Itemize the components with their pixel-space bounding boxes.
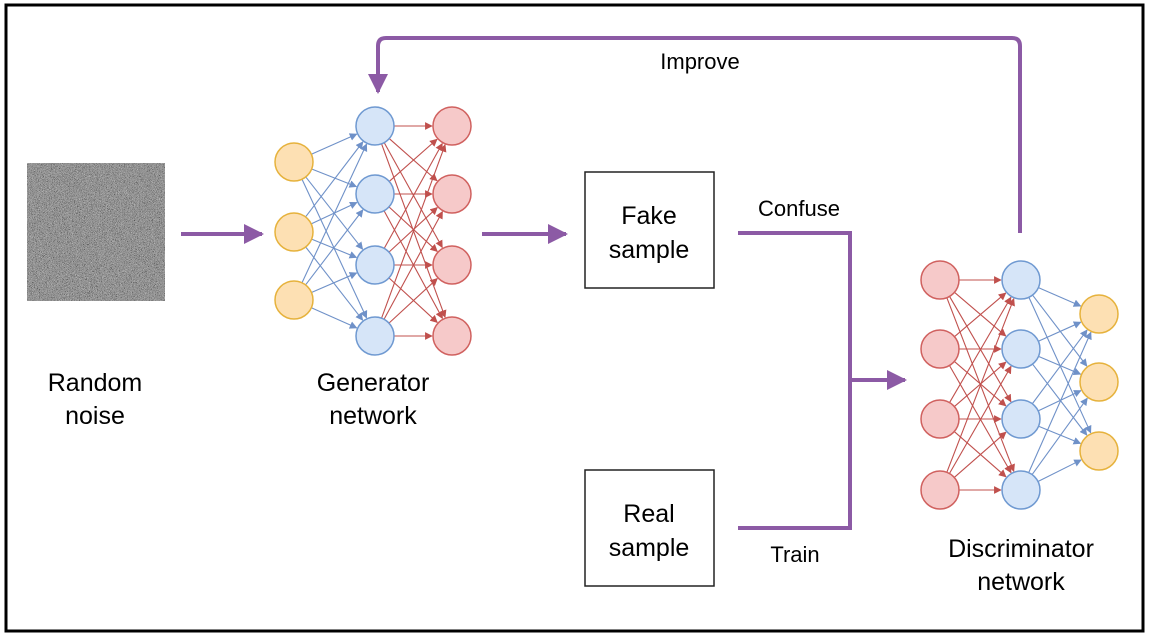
generator-edge [381,144,447,319]
discriminator-edge [1032,294,1088,367]
discriminator-input-node [920,470,960,510]
generator-edge [311,307,358,329]
discriminator-edge [948,365,1012,474]
discriminator-hidden-node [1001,260,1041,300]
real-sample-box [584,469,715,587]
generator-edge [305,141,364,218]
generator-hidden-node [355,245,395,285]
real-sample-label-line2: sample [609,534,690,562]
discriminator-edge [1031,397,1088,475]
real-sample-connector [738,380,852,530]
fake-sample-box [584,171,715,289]
discriminator-edge [1038,321,1082,342]
generator-edge [383,142,443,249]
discriminator-edge [1031,329,1088,405]
generator-edge [311,168,358,188]
discriminator-label-line1: Discriminator [948,535,1094,563]
random-noise-label-line1: Random [48,369,143,397]
generator-output-node [432,106,472,146]
generator-edge [311,133,358,155]
generator-edge [388,138,438,182]
generator-input-node [274,280,314,320]
fake-sample-connector [738,231,852,380]
random-noise-label-line2: noise [65,402,125,430]
generator-edges [301,122,447,340]
generator-hidden-node [355,316,395,356]
random-noise-image [27,163,165,301]
confuse-label: Confuse [758,196,840,221]
discriminator-output-node [1079,362,1119,402]
generator-output-node [432,245,472,285]
discriminator-hidden-node [1001,470,1041,510]
discriminator-output-node [1079,431,1119,471]
discriminator-hidden-node [1001,399,1041,439]
improve-label: Improve [660,49,739,74]
discriminator-input-node [920,399,960,439]
discriminator-hidden-node [1001,329,1041,369]
discriminator-network [920,260,1119,510]
generator-hidden-node [355,174,395,214]
discriminator-output-node [1079,294,1119,334]
discriminator-edge [953,431,1007,478]
generator-edge [301,143,368,284]
generator-input-node [274,142,314,182]
discriminator-input-node [920,260,960,300]
discriminator-edge [949,296,1012,403]
real-sample-label-line1: Real [623,500,674,528]
discriminator-edge [1037,390,1082,412]
discriminator-edges [946,276,1092,494]
generator-edge [388,207,438,253]
generator-edge [305,246,364,321]
discriminator-edge [1038,425,1082,445]
generator-label-line1: Generator [317,369,430,397]
fake-sample-label-line1: Fake [621,202,677,230]
generator-output-node [432,174,472,214]
generator-hidden-node [355,106,395,146]
diagram-frame [4,3,1145,633]
train-label: Train [770,542,819,567]
discriminator-edge [1037,459,1082,482]
improve-feedback-arrow [368,36,1022,233]
generator-edge [311,272,358,293]
generator-edge [305,209,364,286]
generator-label-line2: network [329,402,417,430]
generator-edge [388,278,438,324]
generator-edge [383,210,443,320]
discriminator-edge [954,361,1007,407]
discriminator-edge [946,297,1015,473]
discriminator-label-line2: network [977,568,1065,596]
discriminator-edge [1038,287,1082,307]
discriminator-edge [954,292,1007,338]
fake-sample-label-line2: sample [609,236,690,264]
generator-output-node [432,316,472,356]
generator-network [274,106,472,356]
discriminator-edge [1032,363,1088,436]
discriminator-edge [1028,331,1092,473]
generator-input-node [274,212,314,252]
discriminator-input-node [920,329,960,369]
